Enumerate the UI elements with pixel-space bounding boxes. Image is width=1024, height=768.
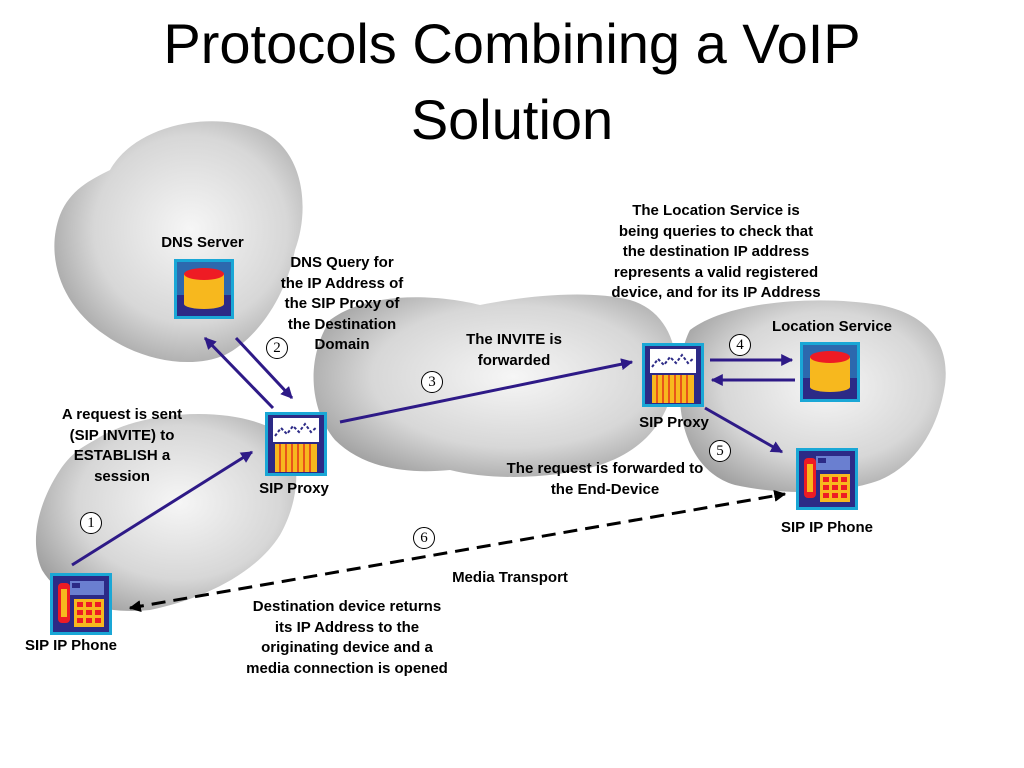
dns-query-label: DNS Query for the IP Address of the SIP … [280,254,404,353]
step-1-badge: 1 [80,512,102,534]
step-3-badge: 3 [421,371,443,393]
step-arrows [71,336,795,567]
dns-cloud [54,121,303,363]
step-4-badge: 4 [729,334,751,356]
transit-cloud [313,294,676,477]
sip-proxy-right-icon [642,343,704,407]
request-sent-label: A request is sent (SIP INVITE) to ESTABL… [61,406,183,485]
slide-title-line-1: Protocols Combining a VoIP [163,12,861,75]
sip-proxy-right-label: SIP Proxy [639,414,709,431]
arrow-proxy-to-phone [704,406,784,454]
dns-server-label: DNS Server [161,234,244,251]
step-2-badge: 2 [266,337,288,359]
destination-returns-label: Destination device returns its IP Addres… [246,598,448,677]
media-transport-label: Media Transport [452,569,568,586]
media-transport-arrow [128,489,787,613]
sip-ip-phone-right-label: SIP IP Phone [781,519,873,536]
step-5-badge: 5 [709,440,731,462]
sip-phone-left-icon [50,573,112,635]
request-forwarded-label: The request is forwarded to the End-Devi… [506,460,704,498]
slide-title-line-2: Solution [410,88,614,151]
invite-forwarded-label: The INVITE is forwarded [466,331,562,369]
sip-phone-right-icon [796,448,858,510]
sip-proxy-left-icon [265,412,327,476]
step-6-badge: 6 [413,527,435,549]
location-service-database-icon [800,342,860,402]
sip-proxy-left-label: SIP Proxy [259,480,329,497]
arrow-dns-to-proxy [234,336,294,400]
location-service-label: Location Service [771,318,893,335]
sip-ip-phone-left-label: SIP IP Phone [25,637,117,654]
arrow-invite-forwarded [339,358,634,424]
arrow-proxy-to-dns [203,336,275,410]
dns-server-database-icon [174,259,234,319]
location-service-description: The Location Service is being queries to… [611,202,821,301]
